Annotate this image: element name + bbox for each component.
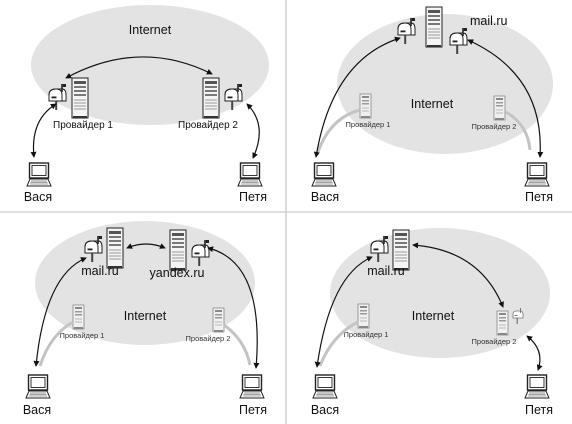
route-vasya-mailru	[313, 36, 401, 158]
panel-4: Internet mail.ru Провайдер 1 Провайдер 2…	[311, 228, 553, 417]
petya-label: Петя	[525, 190, 553, 204]
provider-1-label: Провайдер 1	[346, 120, 391, 129]
mail-server-label: mail.ru	[470, 14, 508, 28]
internet-cloud	[337, 14, 553, 154]
petya-laptop-icon	[524, 162, 550, 187]
vasya-laptop-icon	[25, 374, 51, 399]
provider-1-server-icon	[357, 303, 370, 329]
vasya-laptop-icon	[312, 374, 338, 399]
yandex-label: yandex.ru	[150, 266, 205, 280]
route-vasya-mailru	[33, 257, 87, 367]
petya-label: Петя	[239, 190, 267, 204]
petya-laptop-icon	[524, 374, 550, 399]
route-vasya-mailru	[314, 256, 373, 368]
internet-label: Internet	[129, 23, 172, 37]
panel-3: Internet mail.ru yandex.ru Провайдер 1 П…	[23, 221, 267, 417]
internet-label: Internet	[412, 309, 455, 323]
petya-laptop-icon	[239, 374, 265, 399]
route-mailru-provider2	[412, 242, 504, 308]
route-mailru-yandex	[126, 243, 166, 249]
provider-2-server-icon	[212, 307, 225, 333]
route-petya-yandex	[207, 246, 260, 369]
route-vasya-provider1	[30, 103, 57, 158]
provider-1-label: Провайдер 1	[53, 120, 113, 131]
mail-server-label: mail.ru	[367, 264, 405, 278]
shadow-route-right	[223, 323, 252, 366]
provider-2-server-icon	[493, 95, 506, 121]
provider-1-server-icon	[72, 304, 85, 330]
vasya-label: Вася	[311, 403, 339, 417]
petya-laptop-icon	[237, 162, 263, 187]
route-provider2-petya	[526, 335, 543, 371]
internet-label: Internet	[124, 309, 167, 323]
mailru-label: mail.ru	[81, 264, 119, 278]
provider-2-label: Провайдер 2	[472, 122, 517, 131]
vasya-label: Вася	[23, 403, 51, 417]
provider-2-server-icon	[202, 77, 220, 119]
vasya-label: Вася	[311, 190, 339, 204]
vasya-laptop-icon	[26, 162, 52, 187]
shadow-route-left	[38, 320, 74, 367]
petya-label: Петя	[525, 403, 553, 417]
vasya-label: Вася	[24, 190, 52, 204]
route-petya-provider2	[246, 103, 260, 159]
mailru-server-icon	[106, 227, 124, 269]
mail-server-icon	[425, 6, 443, 48]
internet-label: Internet	[411, 97, 454, 111]
provider-2-server-icon	[496, 310, 509, 336]
vasya-laptop-icon	[311, 162, 337, 187]
panel-2: Internet mail.ru Провайдер 1 Провайдер 2…	[311, 6, 553, 204]
provider-1-label: Провайдер 1	[60, 331, 105, 340]
petya-label: Петя	[239, 403, 267, 417]
provider-1-server-icon	[359, 93, 372, 119]
yandex-server-icon	[169, 229, 187, 271]
provider-2-label: Провайдер 2	[178, 120, 238, 131]
route-provider1-provider2	[65, 56, 213, 79]
provider-1-label: Провайдер 1	[344, 330, 389, 339]
provider-2-label: Провайдер 2	[186, 334, 231, 343]
panel-1: Internet Провайдер 1 Провайдер 2 Вася Пе…	[24, 5, 269, 204]
provider-1-server-icon	[71, 77, 89, 119]
route-petya-mailru	[467, 39, 544, 158]
provider-2-label: Провайдер 2	[472, 337, 517, 346]
